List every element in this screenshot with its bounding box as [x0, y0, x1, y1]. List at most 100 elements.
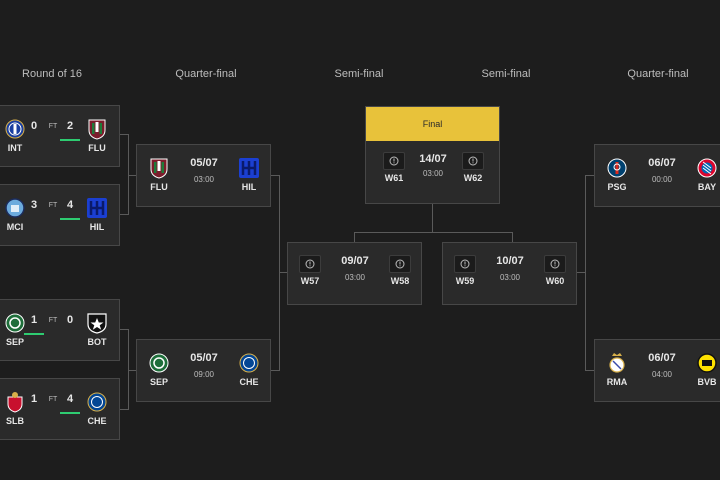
team-abbr: HIL — [89, 222, 105, 232]
team-abbr: W62 — [463, 173, 483, 183]
round-label-qf-right: Quarter-final — [627, 68, 689, 80]
team-home: MCI — [0, 197, 35, 232]
team-abbr: INT — [7, 143, 23, 153]
r16-match-3[interactable]: SEP 1 FT 0 BOT — [0, 299, 120, 361]
round-label-qf-left: Quarter-final — [175, 68, 237, 80]
team-abbr: BVB — [697, 377, 717, 387]
chelsea-logo-icon — [86, 391, 108, 413]
team-away: HIL — [229, 157, 269, 192]
team-abbr: HIL — [241, 182, 257, 192]
team-home: W61 — [374, 152, 414, 183]
team-abbr: SEP — [5, 337, 24, 347]
real-madrid-logo-icon — [606, 352, 628, 374]
match-status: FT — [48, 202, 58, 209]
al-hilal-logo-icon — [238, 157, 260, 179]
qf-left-match-1[interactable]: FLU 05/07 03:00 HIL — [136, 144, 271, 207]
match-status: FT — [48, 123, 58, 130]
round-label-sf-right: Semi-final — [481, 68, 531, 80]
match-date: 05/07 — [190, 352, 218, 364]
dortmund-logo-icon — [696, 352, 718, 374]
team-home: RMA — [597, 352, 637, 387]
away-score: 4 — [60, 199, 80, 220]
palmeiras-logo-icon — [148, 352, 170, 374]
team-abbr: BAY — [697, 182, 717, 192]
match-date: 14/07 — [419, 153, 447, 165]
match-date: 06/07 — [648, 352, 676, 364]
placeholder-crest-icon — [389, 255, 411, 273]
team-abbr: W59 — [455, 276, 475, 286]
team-abbr: W58 — [390, 276, 410, 286]
fluminense-logo-icon — [148, 157, 170, 179]
team-abbr: RMA — [606, 377, 628, 387]
team-away: CHE — [77, 391, 117, 426]
fluminense-logo-icon — [86, 118, 108, 140]
team-away: FLU — [77, 118, 117, 153]
psg-logo-icon — [606, 157, 628, 179]
r16-match-2[interactable]: MCI 3 FT 4 HIL — [0, 184, 120, 246]
r16-match-1[interactable]: INT 0 FT 2 FLU — [0, 105, 120, 167]
team-abbr: W57 — [300, 276, 320, 286]
qf-left-match-2[interactable]: SEP 05/07 09:00 CHE — [136, 339, 271, 402]
team-away: W60 — [535, 255, 575, 286]
final-match[interactable]: Final W61 14/07 03:00 W62 — [365, 106, 500, 204]
bayern-logo-icon — [696, 157, 718, 179]
team-abbr: FLU — [88, 143, 106, 153]
r16-match-4[interactable]: SLB 1 FT 4 CHE — [0, 378, 120, 440]
final-header: Final — [366, 107, 499, 141]
sf-right-match[interactable]: W59 10/07 03:00 W60 — [442, 242, 577, 305]
team-abbr: SEP — [149, 377, 168, 387]
team-home: W57 — [290, 255, 330, 286]
home-score: 3 — [30, 199, 38, 211]
team-abbr: CHE — [239, 377, 259, 387]
round-label-r16: Round of 16 — [22, 68, 82, 80]
team-abbr: W61 — [384, 173, 404, 183]
team-away: BVB — [687, 352, 720, 387]
home-score: 1 — [24, 314, 44, 335]
match-status: FT — [48, 317, 58, 324]
match-time: 03:00 — [193, 175, 215, 184]
chelsea-logo-icon — [238, 352, 260, 374]
sf-left-match[interactable]: W57 09/07 03:00 W58 — [287, 242, 422, 305]
team-away: CHE — [229, 352, 269, 387]
team-away: HIL — [77, 197, 117, 232]
placeholder-crest-icon — [299, 255, 321, 273]
placeholder-crest-icon — [544, 255, 566, 273]
team-home: PSG — [597, 157, 637, 192]
team-abbr: BOT — [87, 337, 107, 347]
match-time: 09:00 — [193, 370, 215, 379]
team-away: BOT — [77, 312, 117, 347]
qf-right-match-2[interactable]: RMA 06/07 04:00 BVB — [594, 339, 720, 402]
team-abbr: PSG — [607, 182, 627, 192]
inter-logo-icon — [4, 118, 26, 140]
round-label-sf-left: Semi-final — [334, 68, 384, 80]
placeholder-crest-icon — [383, 152, 405, 170]
team-home: SLB — [0, 391, 35, 426]
away-score: 4 — [60, 393, 80, 414]
home-score: 1 — [30, 393, 38, 405]
match-time: 03:00 — [344, 273, 366, 282]
match-time: 03:00 — [422, 169, 444, 178]
team-away: BAY — [687, 157, 720, 192]
team-home: FLU — [139, 157, 179, 192]
match-status: FT — [48, 396, 58, 403]
team-home: INT — [0, 118, 35, 153]
man-city-logo-icon — [4, 197, 26, 219]
match-date: 05/07 — [190, 157, 218, 169]
match-date: 09/07 — [341, 255, 369, 267]
placeholder-crest-icon — [462, 152, 484, 170]
team-abbr: CHE — [87, 416, 107, 426]
team-abbr: W60 — [545, 276, 565, 286]
away-score: 0 — [66, 314, 74, 326]
away-score: 2 — [60, 120, 80, 141]
placeholder-crest-icon — [454, 255, 476, 273]
team-abbr: FLU — [150, 182, 168, 192]
qf-right-match-1[interactable]: PSG 06/07 00:00 BAY — [594, 144, 720, 207]
team-home: SEP — [139, 352, 179, 387]
home-score: 0 — [30, 120, 38, 132]
match-time: 04:00 — [651, 370, 673, 379]
team-home: SEP — [0, 312, 35, 347]
team-abbr: SLB — [6, 416, 24, 426]
team-abbr: MCI — [6, 222, 24, 232]
match-date: 06/07 — [648, 157, 676, 169]
palmeiras-logo-icon — [4, 312, 26, 334]
